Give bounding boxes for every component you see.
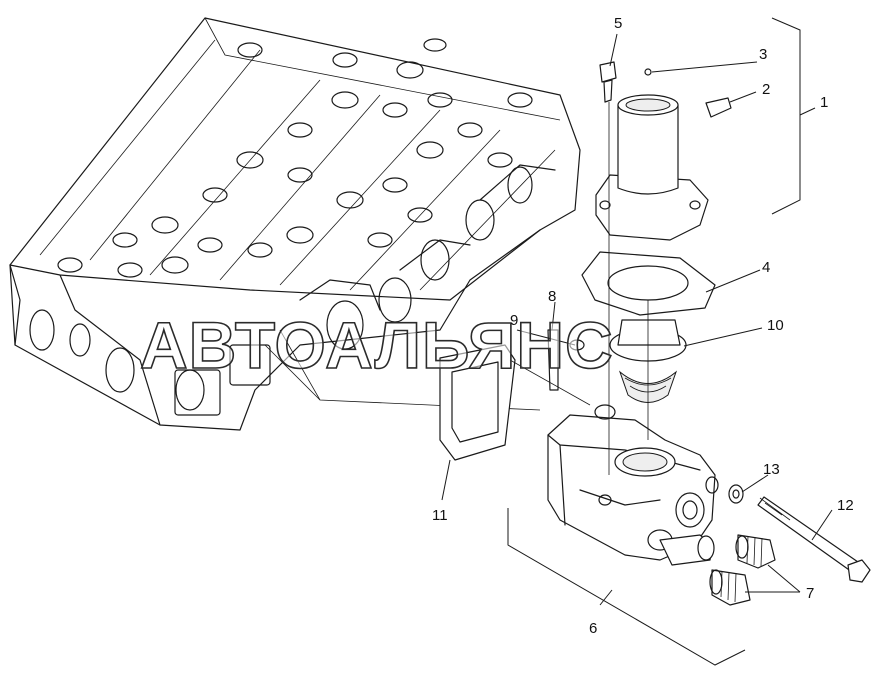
callout-6: 6: [589, 620, 597, 637]
callout-13: 13: [763, 461, 780, 478]
callout-10: 10: [767, 317, 784, 334]
sensor: [547, 329, 559, 391]
outlet-pipe: [595, 94, 709, 241]
callout-8: 8: [548, 288, 556, 305]
callout-2: 2: [762, 81, 770, 98]
short-bolt: [599, 61, 617, 103]
callout-7: 7: [806, 585, 814, 602]
valve-bosses: [57, 38, 533, 278]
plugs: [709, 534, 776, 606]
callout-4: 4: [762, 259, 770, 276]
ball: [644, 68, 652, 76]
cylinder-head: [9, 17, 581, 431]
thermostat-housing: [547, 404, 719, 566]
washer: [728, 484, 744, 504]
side-gasket: [439, 344, 516, 461]
bracket-6: [507, 508, 746, 666]
gasket: [581, 251, 716, 316]
callout-5: 5: [614, 15, 622, 32]
callout-12: 12: [837, 497, 854, 514]
long-bolt: [757, 496, 871, 583]
callout-3: 3: [759, 46, 767, 63]
sealing-ring: [569, 339, 585, 351]
watermark-text: АВТОАЛЬЯНС: [140, 308, 614, 382]
bracket-1: [771, 17, 801, 215]
callout-9: 9: [510, 312, 518, 329]
bleed-screw: [705, 97, 732, 118]
callout-11: 11: [432, 507, 448, 524]
callout-1: 1: [820, 94, 828, 111]
